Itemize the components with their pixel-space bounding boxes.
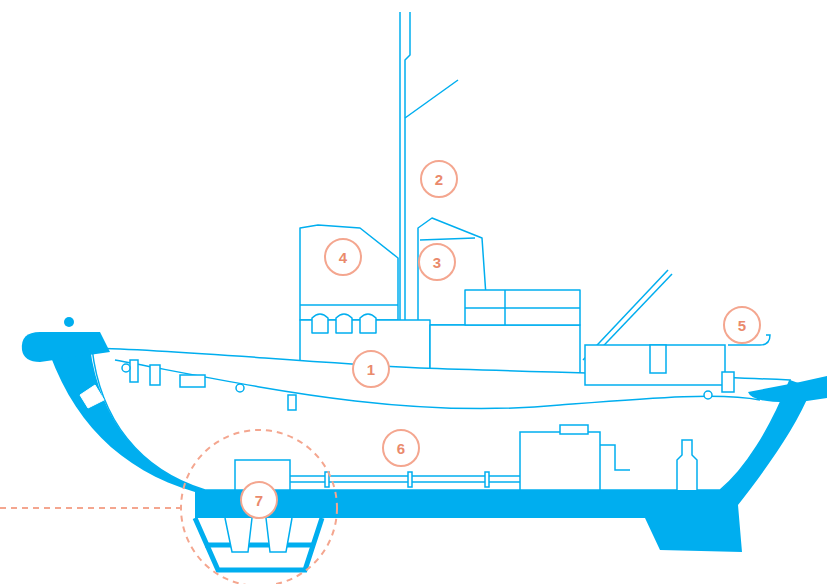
callout-number: 6 (397, 441, 405, 456)
callout-number: 4 (339, 250, 347, 265)
callout-circle: 2 (420, 160, 458, 198)
callout-circle: 6 (382, 429, 420, 467)
callout-number: 5 (738, 318, 746, 333)
callout-circle: 5 (723, 306, 761, 344)
hull-shell (45, 340, 812, 552)
callout-circle: 7 (240, 481, 278, 519)
callout-circle: 1 (352, 350, 390, 388)
callout-number: 7 (255, 493, 263, 508)
callout-circle: 3 (418, 243, 456, 281)
callout-circle: 4 (324, 238, 362, 276)
callout-number: 2 (435, 172, 443, 187)
callout-number: 1 (367, 362, 375, 377)
callout-number: 3 (433, 255, 441, 270)
